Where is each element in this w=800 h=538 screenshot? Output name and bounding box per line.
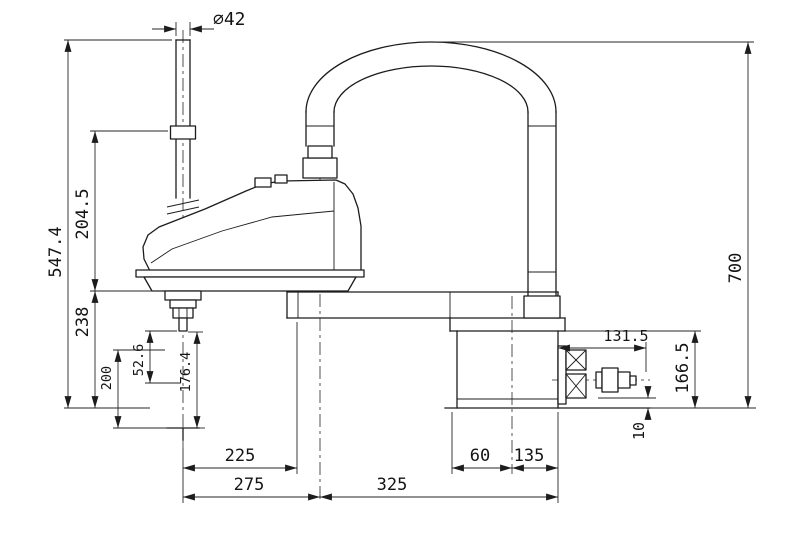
arm-bottom-band [135, 269, 365, 278]
first-arm [286, 291, 559, 319]
tool-point-mark [166, 427, 200, 441]
plug-step-2 [617, 371, 631, 389]
arm-top-detail-1 [254, 177, 272, 188]
dim-text-right-outer: 700 [726, 253, 746, 284]
dim-bottom-row1-left: 225 [183, 446, 297, 472]
dim-left-small-2: 52.6 [131, 330, 180, 384]
dim-text-left-small-3: 176.4 [178, 352, 194, 393]
connector-assembly [557, 345, 637, 405]
dim-text-right-inner: 166.5 [673, 342, 693, 393]
dim-left-inner-upper: 204.5 [73, 130, 168, 292]
conduit-inner-arc [333, 65, 529, 113]
dim-left-small-3: 176.4 [178, 331, 205, 429]
dim-bottom-row2-left: 275 [183, 475, 320, 501]
dim-bottom-row2-right: 325 [320, 475, 558, 501]
quill-assembly [164, 290, 202, 332]
conduit-arm-fitting [302, 157, 338, 179]
dim-text-shaft-diameter: ∅42 [213, 9, 246, 30]
dim-text-left-small-2: 52.6 [131, 344, 147, 377]
conduit-outer-arc [305, 41, 557, 113]
arm-silhouette [142, 179, 362, 272]
dim-text-bottom-row2-left: 275 [234, 475, 265, 495]
shaft-collar [169, 125, 197, 140]
arm-body [135, 174, 365, 292]
dim-text-left-inner-lower: 238 [73, 307, 93, 338]
dim-right-outer: 700 [436, 41, 754, 408]
quill-shaft [169, 39, 197, 199]
dim-text-left-small-1: 200 [99, 366, 115, 390]
dim-right-small: 10 [598, 386, 656, 440]
dim-right-inner: 166.5 [565, 330, 701, 408]
plug-step-1 [595, 371, 603, 389]
dim-text-right-small: 10 [630, 422, 648, 440]
quill-nut [172, 307, 194, 319]
dim-bottom-row1-mid: 60 [452, 446, 512, 472]
dim-left-inner-lower: 238 [73, 291, 99, 408]
dim-text-bottom-row1-right: 135 [514, 446, 545, 466]
quill-tip [178, 317, 188, 332]
dim-bottom-row1-right: 135 [512, 446, 558, 472]
robot-outline [135, 39, 651, 441]
connector-bracket [557, 345, 567, 405]
dim-left-small-1: 200 [99, 349, 167, 429]
conduit-base-fitting [523, 295, 561, 319]
dim-left-outer: 547.4 [46, 39, 172, 408]
dim-right-connector: 131.5 [558, 327, 649, 372]
arm-bottom-plate [143, 276, 357, 292]
dimension-annotations: ∅42 547.4 204.5 238 200 [46, 9, 756, 503]
dim-text-right-connector: 131.5 [603, 327, 648, 345]
dim-text-left-inner-upper: 204.5 [73, 188, 93, 239]
cable-conduit [302, 41, 561, 319]
dim-text-bottom-row1-left: 225 [225, 446, 256, 466]
dim-text-left-outer: 547.4 [46, 226, 66, 277]
plug-tip [629, 375, 637, 386]
arm-cover-seam [150, 210, 335, 264]
arm-top-detail-2 [274, 174, 288, 184]
plug-body [601, 367, 619, 393]
dim-text-bottom-row2-right: 325 [377, 475, 408, 495]
dim-text-bottom-row1-mid: 60 [470, 446, 490, 466]
dim-shaft-diameter: ∅42 [152, 9, 246, 36]
